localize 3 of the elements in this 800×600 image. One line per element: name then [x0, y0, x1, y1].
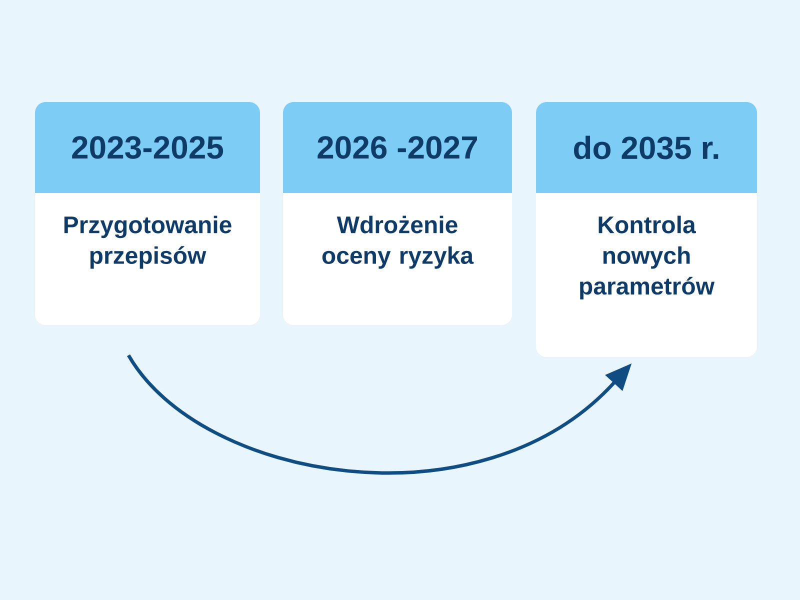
timeline-card: do 2035 r. Kontrola nowych parametrów [536, 102, 757, 357]
timeline-card: 2023-2025 Przygotowanie przepisów [35, 102, 260, 325]
timeline-card: 2026 -2027 Wdrożenie oceny ryzyka [283, 102, 512, 325]
